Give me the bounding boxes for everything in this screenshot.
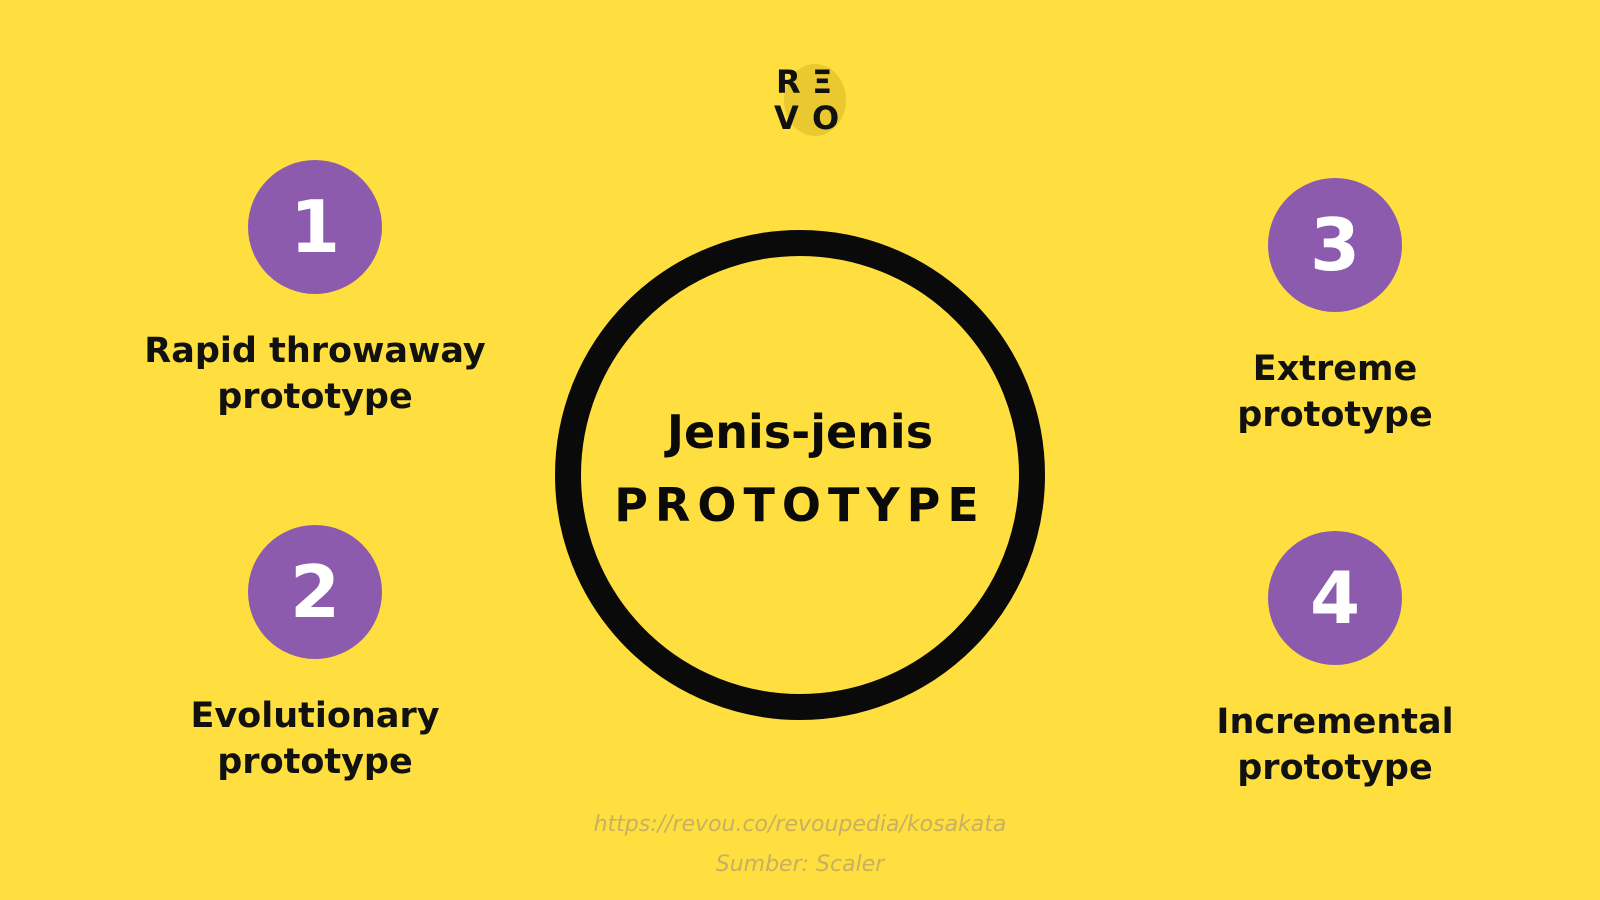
logo-letter-e: Ξ: [812, 63, 833, 101]
type-label-3: Extreme prototype: [1237, 349, 1433, 435]
logo-letter-o: O: [812, 99, 840, 137]
number-badge-3: 3: [1268, 178, 1402, 312]
type-label-1: Rapid throwaway prototype: [144, 331, 486, 417]
revou-logo: R Ξ V O: [772, 62, 852, 142]
source-url: https://revou.co/revoupedia/kosakata: [593, 812, 1007, 837]
center-title-line1: Jenis-jenis: [666, 405, 934, 459]
number-badge-1: 1: [248, 160, 382, 294]
logo-swirl-icon: [784, 64, 846, 136]
center-title: Jenis-jenis PROTOTYPE: [555, 405, 1045, 535]
source-credit: Sumber: Scaler: [715, 852, 885, 877]
logo-letter-v: V: [774, 99, 799, 137]
type-item-3: 3 Extreme prototype: [1155, 178, 1515, 438]
number-badge-4: 4: [1268, 531, 1402, 665]
type-label-4: Incremental prototype: [1216, 702, 1454, 788]
logo-letter-r: R: [776, 63, 801, 101]
type-label-2: Evolutionary prototype: [190, 696, 440, 782]
type-item-1: 1 Rapid throwaway prototype: [135, 160, 495, 420]
type-item-4: 4 Incremental prototype: [1155, 531, 1515, 791]
number-badge-2: 2: [248, 525, 382, 659]
type-item-2: 2 Evolutionary prototype: [135, 525, 495, 785]
center-title-line2: PROTOTYPE: [614, 478, 986, 532]
